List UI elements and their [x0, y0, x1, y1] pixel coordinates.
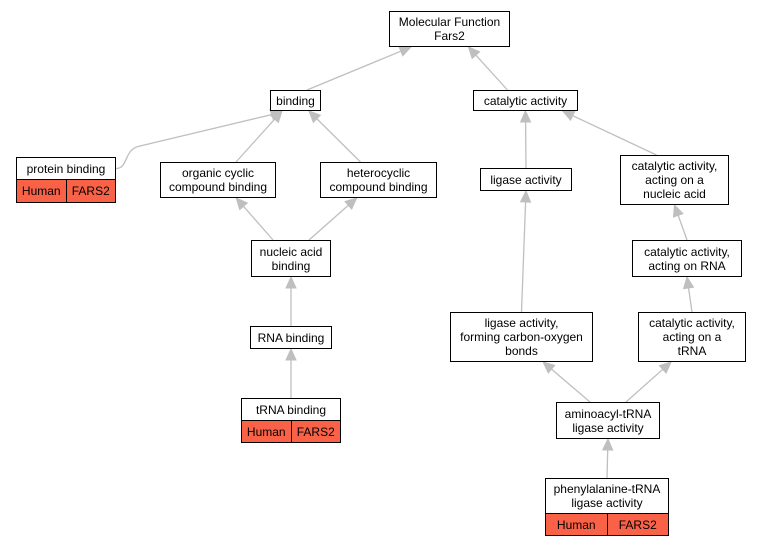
annotation-trna-binding: Human FARS2 [241, 421, 341, 443]
node-label: Fars2 [434, 29, 465, 43]
annotation-protein-binding: Human FARS2 [16, 180, 116, 203]
annotation-gene: FARS2 [606, 514, 669, 535]
node-catalytic-activity[interactable]: catalytic activity [473, 90, 578, 111]
node-label: acting on a [662, 330, 722, 344]
node-binding[interactable]: binding [270, 90, 321, 111]
arrowhead-ligase_co-to-ligase [519, 189, 532, 203]
node-label: heterocyclic [346, 166, 411, 180]
edge-cat_nucleic-to-catalytic [572, 115, 657, 156]
node-organic-cyclic-compound-binding[interactable]: organic cyclic compound binding [160, 162, 276, 198]
node-trna-binding[interactable]: tRNA binding [241, 398, 341, 421]
node-label: binding [271, 258, 311, 273]
node-label: catalytic activity [483, 93, 568, 108]
node-catalytic-activity-acting-on-nucleic-acid[interactable]: catalytic activity, acting on a nucleic … [620, 155, 729, 205]
edge-nucleic_acid_binding-to-organic_cyclic [243, 205, 274, 241]
arrowhead-nucleic_acid_binding-to-heterocyclic [344, 197, 358, 210]
arrowhead-rna_binding-to-nucleic_acid_binding [285, 275, 297, 289]
edge-nucleic_acid_binding-to-heterocyclic [308, 204, 349, 241]
node-label: ligase activity, [484, 316, 559, 330]
annotation-species: Human [556, 517, 596, 532]
arrowhead-cat_rna-to-cat_nucleic [672, 203, 684, 218]
arrowhead-binding-to-root [398, 46, 413, 57]
node-label: protein binding [26, 161, 106, 176]
node-label: ligase activity [572, 420, 644, 435]
node-protein-binding[interactable]: protein binding [16, 157, 116, 180]
arrowhead-cat_nucleic-to-catalytic [561, 110, 576, 122]
node-aminoacyl-trna-ligase-activity[interactable]: aminoacyl-tRNA ligase activity [556, 402, 660, 439]
edge-aminoacyl-to-cat_trna [625, 368, 664, 403]
edge-phe_trna-to-aminoacyl [606, 449, 609, 479]
node-ligase-activity-forming-carbon-oxygen-bonds[interactable]: ligase activity, forming carbon-oxygen b… [450, 312, 593, 362]
arrowhead-aminoacyl-to-ligase_co [542, 361, 556, 374]
node-catalytic-activity-acting-on-rna[interactable]: catalytic activity, acting on RNA [632, 240, 742, 277]
node-rna-binding[interactable]: RNA binding [250, 326, 332, 349]
node-label: acting on RNA [648, 258, 726, 273]
node-label: compound binding [329, 180, 428, 194]
node-label: forming carbon-oxygen [460, 330, 583, 344]
node-label: nucleic acid [643, 187, 706, 201]
annotation-phenylalanine-trna-ligase: Human FARS2 [545, 514, 669, 536]
node-label: binding [276, 93, 315, 108]
annotation-species: Human [246, 424, 286, 439]
node-nucleic-acid-binding[interactable]: nucleic acid binding [251, 240, 331, 277]
edge-protein_binding-to-binding [115, 113, 272, 170]
arrowhead-aminoacyl-to-cat_trna [658, 361, 672, 374]
node-label: nucleic acid [259, 244, 323, 259]
edge-cat_rna-to-cat_nucleic [677, 215, 688, 241]
annotation-gene: FARS2 [290, 421, 341, 442]
node-label: phenylalanine-tRNA [553, 482, 661, 496]
edge-organic_cyclic-to-binding [235, 118, 276, 163]
node-label: ligase activity [490, 172, 562, 187]
arrowhead-organic_cyclic-to-binding [270, 110, 283, 124]
arrowhead-heterocyclic-to-binding [308, 110, 322, 124]
node-label: RNA binding [257, 330, 325, 345]
arrowhead-cat_trna-to-cat_rna [682, 275, 695, 290]
node-molecular-function-root[interactable]: Molecular Function Fars2 [389, 11, 510, 47]
edge-ligase_co-to-ligase [520, 201, 527, 313]
arrowhead-ligase-to-catalytic [519, 109, 532, 123]
edge-catalytic-to-root [475, 54, 508, 91]
node-label: catalytic activity, [649, 316, 735, 330]
edge-heterocyclic-to-binding [316, 118, 361, 163]
annotation-species: Human [21, 184, 61, 198]
annotation-gene: FARS2 [65, 180, 116, 202]
node-phenylalanine-trna-ligase-activity[interactable]: phenylalanine-tRNA ligase activity [545, 478, 669, 514]
edge-cat_trna-to-cat_rna [687, 287, 693, 313]
node-catalytic-activity-acting-on-trna[interactable]: catalytic activity, acting on a tRNA [638, 312, 746, 362]
node-label: acting on a [645, 173, 704, 187]
node-label: Molecular Function [398, 15, 501, 29]
node-label: bonds [505, 344, 538, 358]
node-label: tRNA [677, 344, 707, 358]
node-label: compound binding [168, 180, 268, 194]
edge-binding-to-root [306, 50, 402, 91]
node-label: catalytic activity, [644, 244, 730, 259]
node-ligase-activity[interactable]: ligase activity [480, 168, 572, 191]
node-label: aminoacyl-tRNA [564, 406, 652, 421]
node-heterocyclic-compound-binding[interactable]: heterocyclic compound binding [320, 162, 437, 198]
arrowhead-phe_trna-to-aminoacyl [601, 437, 614, 451]
edge-aminoacyl-to-ligase_co [551, 368, 591, 403]
node-label: organic cyclic [181, 166, 255, 180]
node-label: ligase activity [571, 496, 643, 510]
arrowhead-nucleic_acid_binding-to-organic_cyclic [235, 197, 249, 211]
arrowhead-catalytic-to-root [467, 46, 481, 60]
node-label: catalytic activity, [631, 159, 718, 173]
node-label: tRNA binding [255, 402, 327, 417]
arrowhead-trna_binding-to-rna_binding [285, 347, 297, 361]
